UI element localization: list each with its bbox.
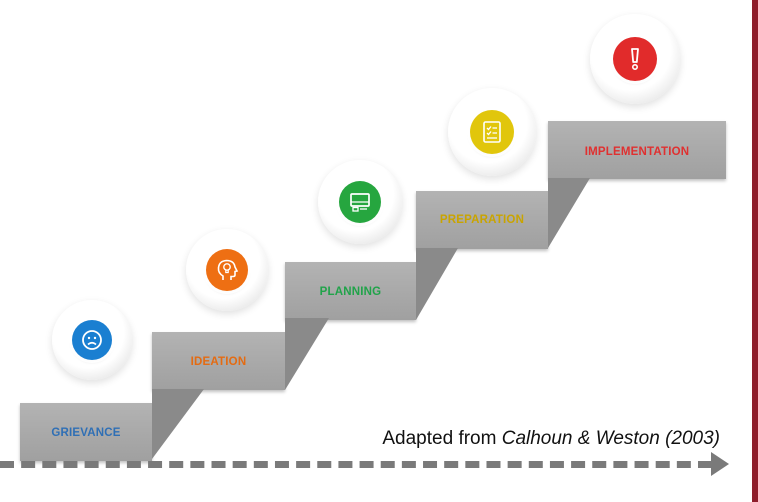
badge-preparation — [448, 88, 536, 176]
caption-prefix: Adapted from — [382, 428, 502, 449]
badge-planning-inner — [339, 181, 381, 223]
step-ideation: IDEATION — [152, 332, 285, 390]
step-ideation-riser — [285, 318, 329, 390]
step-grievance-face — [20, 403, 152, 461]
step-preparation-riser — [548, 178, 590, 248]
step-preparation-label: PREPARATION — [439, 214, 525, 226]
head-lightbulb-icon — [217, 259, 239, 280]
step-ideation-face — [152, 332, 285, 390]
checklist-icon — [483, 121, 501, 143]
step-preparation: PREPARATION — [416, 191, 548, 249]
sad-face-icon — [82, 330, 102, 350]
badge-ideation — [186, 229, 268, 311]
badge-grievance — [52, 300, 132, 380]
step-planning-label: PLANNING — [319, 286, 382, 298]
monitor-icon — [350, 193, 370, 212]
step-implementation-label: IMPLEMENTATION — [584, 146, 690, 158]
step-planning-riser — [416, 248, 458, 320]
timeline-arrow-line — [0, 461, 712, 468]
badge-ideation-inner — [206, 249, 248, 291]
timeline-arrow-head-icon — [711, 452, 729, 476]
step-implementation-face — [548, 121, 726, 179]
step-preparation-face — [416, 191, 548, 249]
caption-citation: Calhoun & Weston (2003) — [501, 428, 720, 449]
badge-grievance-inner — [72, 320, 112, 360]
step-planning-face — [285, 262, 416, 320]
citation-caption: Adapted from Calhoun & Weston (2003) — [258, 428, 720, 450]
step-grievance-riser — [152, 389, 204, 459]
step-grievance: GRIEVANCE — [20, 403, 152, 461]
caption-background — [258, 412, 720, 460]
badge-implementation — [590, 14, 680, 104]
step-planning: PLANNING — [285, 262, 416, 320]
step-ideation-label: IDEATION — [190, 356, 247, 368]
badge-planning — [318, 160, 402, 244]
step-implementation: IMPLEMENTATION — [548, 121, 726, 179]
badge-implementation-inner — [613, 37, 657, 81]
step-grievance-label: GRIEVANCE — [51, 427, 121, 439]
badge-preparation-inner — [470, 110, 514, 154]
frame-border — [752, 0, 758, 502]
exclamation-icon — [631, 48, 639, 70]
